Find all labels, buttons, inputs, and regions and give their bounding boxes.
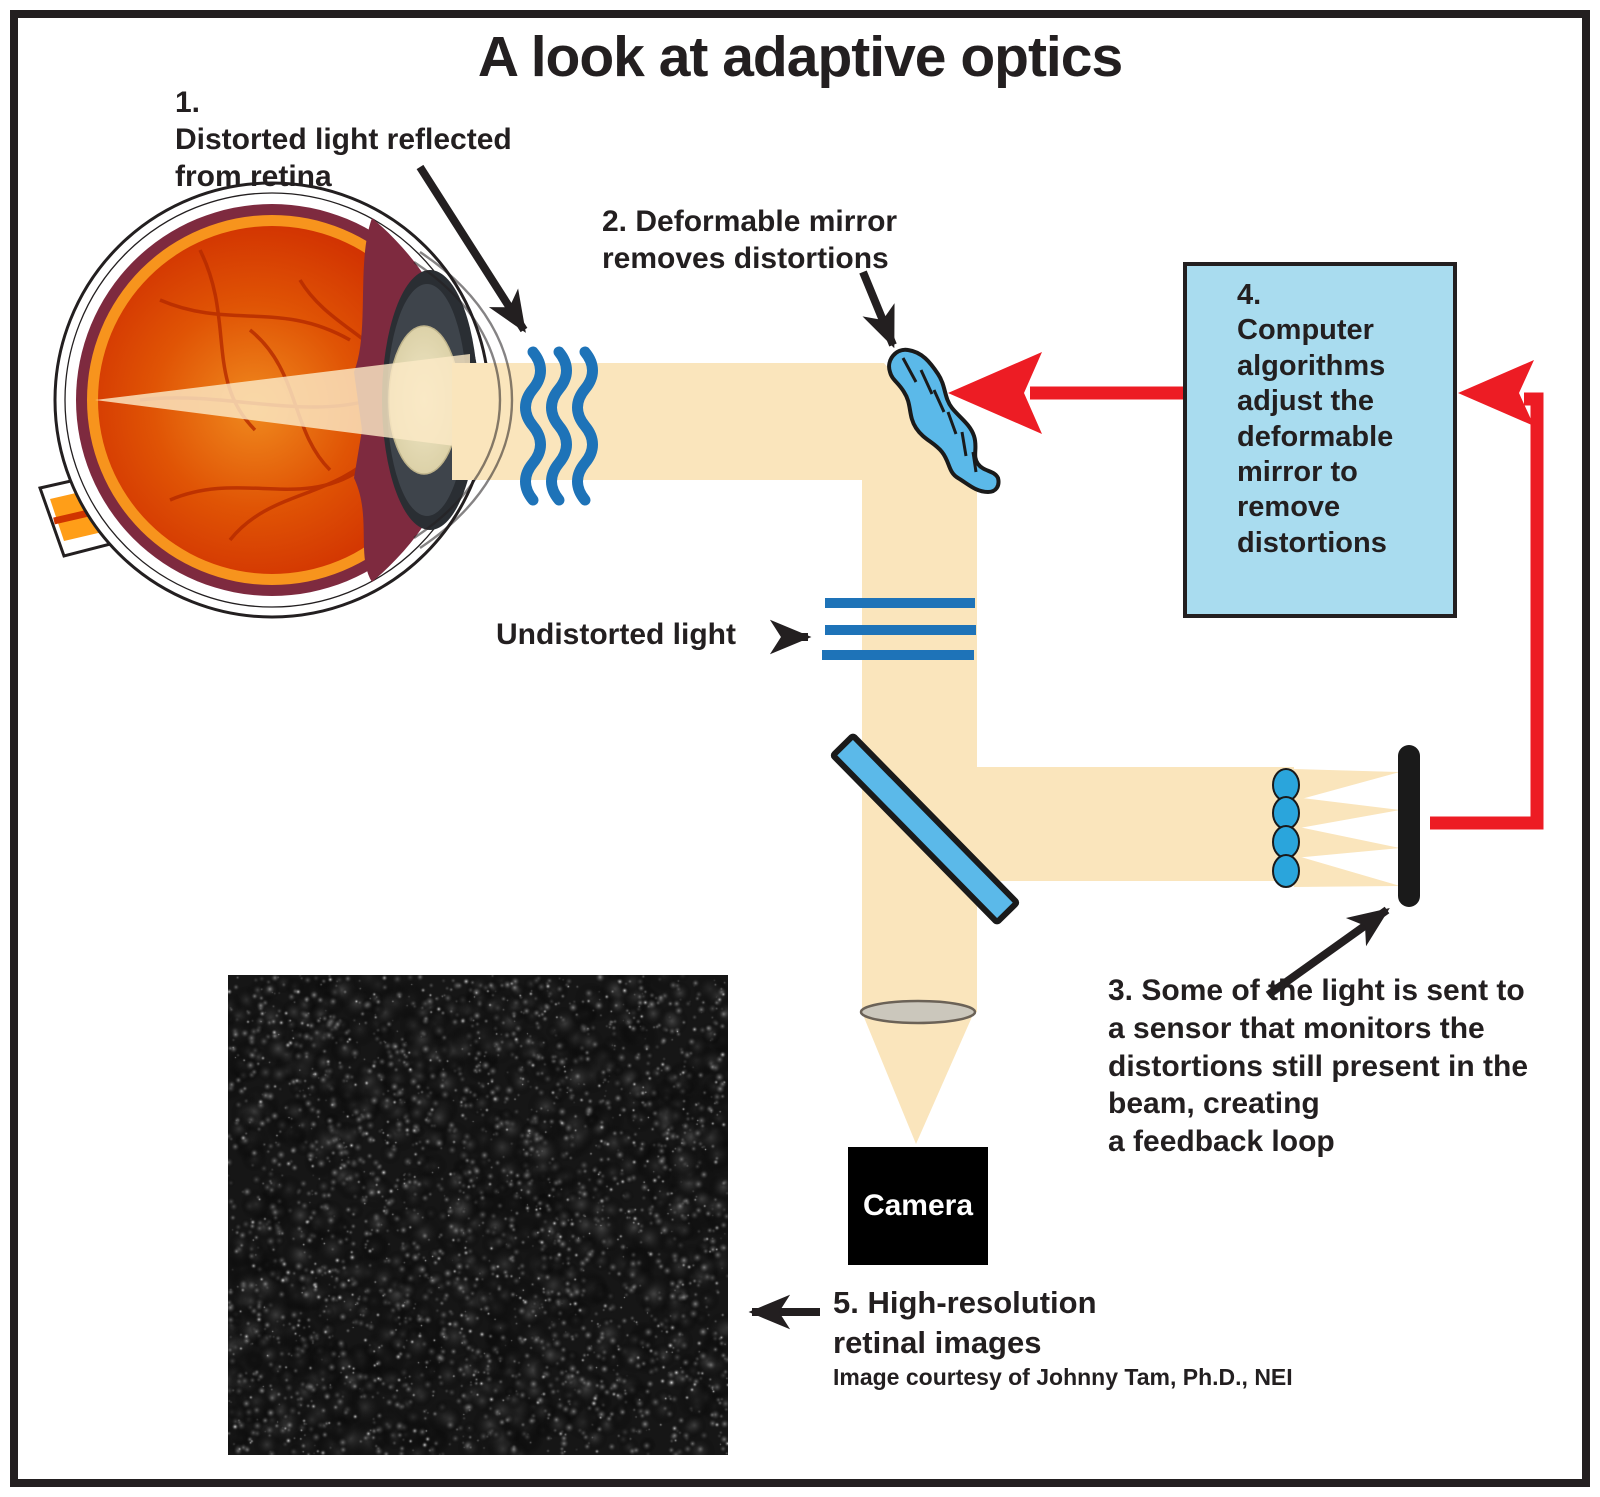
branch-beam [950, 767, 1294, 881]
retinal-image [228, 975, 728, 1455]
arrow-to-computer-icon [1458, 360, 1534, 426]
image-credit: Image courtesy of Johnny Tam, Ph.D., NEI [833, 1364, 1293, 1390]
camera-label: Camera [862, 1189, 974, 1222]
cornea [413, 251, 514, 549]
lenslet-beams [1294, 769, 1400, 887]
light-cone [95, 354, 470, 448]
page-title: A look at adaptive optics [477, 25, 1123, 89]
focusing-lens [859, 999, 977, 1025]
step4-label: 4. Computer algorithms adjust the deform… [1237, 279, 1394, 559]
distorted-wavefront-icon [520, 346, 598, 506]
pointer-arrows [416, 164, 1390, 1330]
camera-box: Camera [848, 1147, 988, 1265]
wavefront-sensor [1398, 745, 1420, 907]
step3-label: 3. Some of the light is sent to a sensor… [1108, 974, 1529, 1159]
camera-cone [861, 1010, 975, 1144]
step1-label: 1. Distorted light reflected from retina [175, 86, 512, 194]
feedback-line [1430, 392, 1544, 830]
step1-arrow-icon [416, 164, 528, 333]
eye-illustration [38, 181, 491, 619]
step5-label: 5. High-resolution retinal images [833, 1285, 1097, 1360]
step3-arrow-icon [1265, 906, 1390, 999]
diagram-border [10, 10, 1590, 1487]
feedback-loop [948, 352, 1544, 830]
undistorted-wavefront-icon [822, 598, 976, 660]
arrow-to-mirror-icon [948, 352, 1042, 434]
lenslet-array [1272, 768, 1300, 888]
step2-label: 2. Deformable mirror removes distortions [602, 205, 898, 276]
beam-splitter [830, 733, 1020, 925]
computer-algorithms-box: 4. Computer algorithms adjust the deform… [1183, 262, 1457, 618]
step2-arrow-icon [859, 270, 897, 349]
undistorted-light-label: Undistorted light [496, 618, 736, 651]
deformable-mirror [887, 347, 1001, 494]
mirror-segments [901, 357, 978, 473]
